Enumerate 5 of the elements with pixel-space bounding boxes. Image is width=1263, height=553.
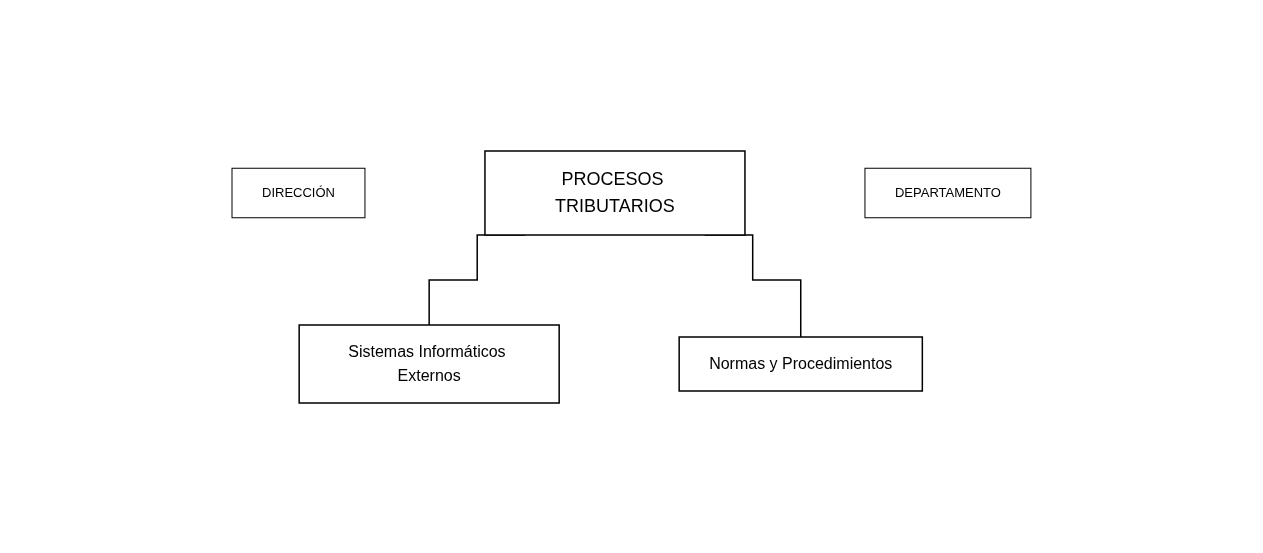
node-box: Sistemas Informáticos Externos	[298, 323, 560, 404]
node-box: DIRECCIÓN	[231, 167, 366, 218]
node-box: PROCESOS TRIBUTARIOS	[484, 149, 746, 236]
node-box: DEPARTAMENTO	[864, 167, 1032, 218]
node-box: Normas y Procedimientos	[678, 335, 924, 392]
